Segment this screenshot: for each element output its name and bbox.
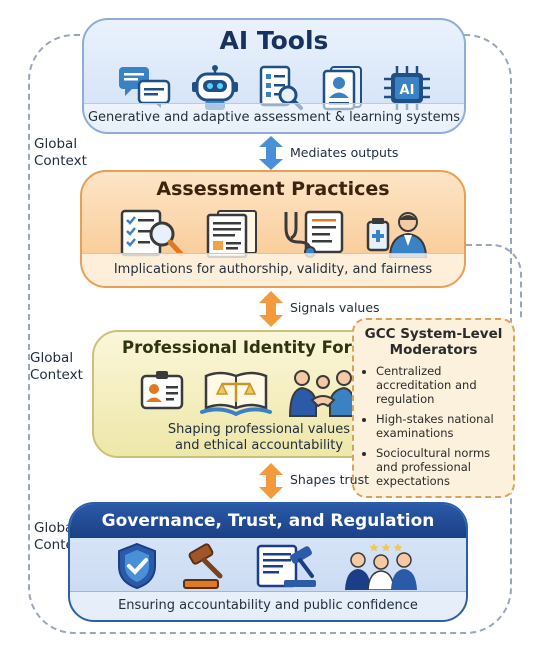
shapes-trust-label: Shapes trust [290,472,370,487]
professional-identity-title: Professional Identity Formation [122,338,417,357]
handshake-icon [288,370,358,417]
assessment-practices-title: Assessment Practices [156,178,390,200]
chat-bubbles-icon [119,67,171,108]
signals-values-label: Signals values [290,300,380,315]
double-arrow-blue [259,136,283,170]
ai-tools-caption: Generative and adaptive assessment & lea… [84,103,464,132]
ai-tools-title: AI Tools [219,26,329,55]
doctor-icon [366,212,428,258]
gcc-moderators-list: Centralized accreditation and regulation… [362,364,505,488]
svg-text:AI: AI [400,83,415,98]
badge-icon [140,371,184,410]
documents-icon [206,210,257,258]
assessment-practices-box: Assessment Practices [80,170,466,288]
gcc-moderator-item: High-stakes national examinations [376,412,505,440]
gavel-icon [183,543,223,589]
identity-icons [94,368,448,418]
governance-icons [70,542,466,590]
ai-tools-box: AI Tools [82,18,466,134]
checklist-magnifier-icon [120,209,184,257]
assessment-icons [82,208,464,258]
mediates-outputs-label: Mediates outputs [290,145,399,160]
shield-check-icon [118,542,156,590]
assessment-caption: Implications for authorship, validity, a… [82,253,464,286]
gcc-moderator-item: Centralized accreditation and regulation [376,364,505,406]
double-arrow-orange-1 [259,291,283,327]
document-gavel-icon [256,544,316,588]
governance-title: Governance, Trust, and Regulation [70,504,466,538]
governance-box: Governance, Trust, and Regulation [68,502,468,622]
ai-chip-icon: AI [384,66,430,110]
double-arrow-orange-2 [259,463,283,499]
scales-book-icon [200,371,272,417]
gcc-moderator-item: Sociocultural norms and professional exp… [376,446,505,488]
dashed-connector [466,244,522,320]
stethoscope-icon [284,210,344,258]
governance-caption: Ensuring accountability and public confi… [70,591,466,620]
rated-team-icon [345,543,417,590]
